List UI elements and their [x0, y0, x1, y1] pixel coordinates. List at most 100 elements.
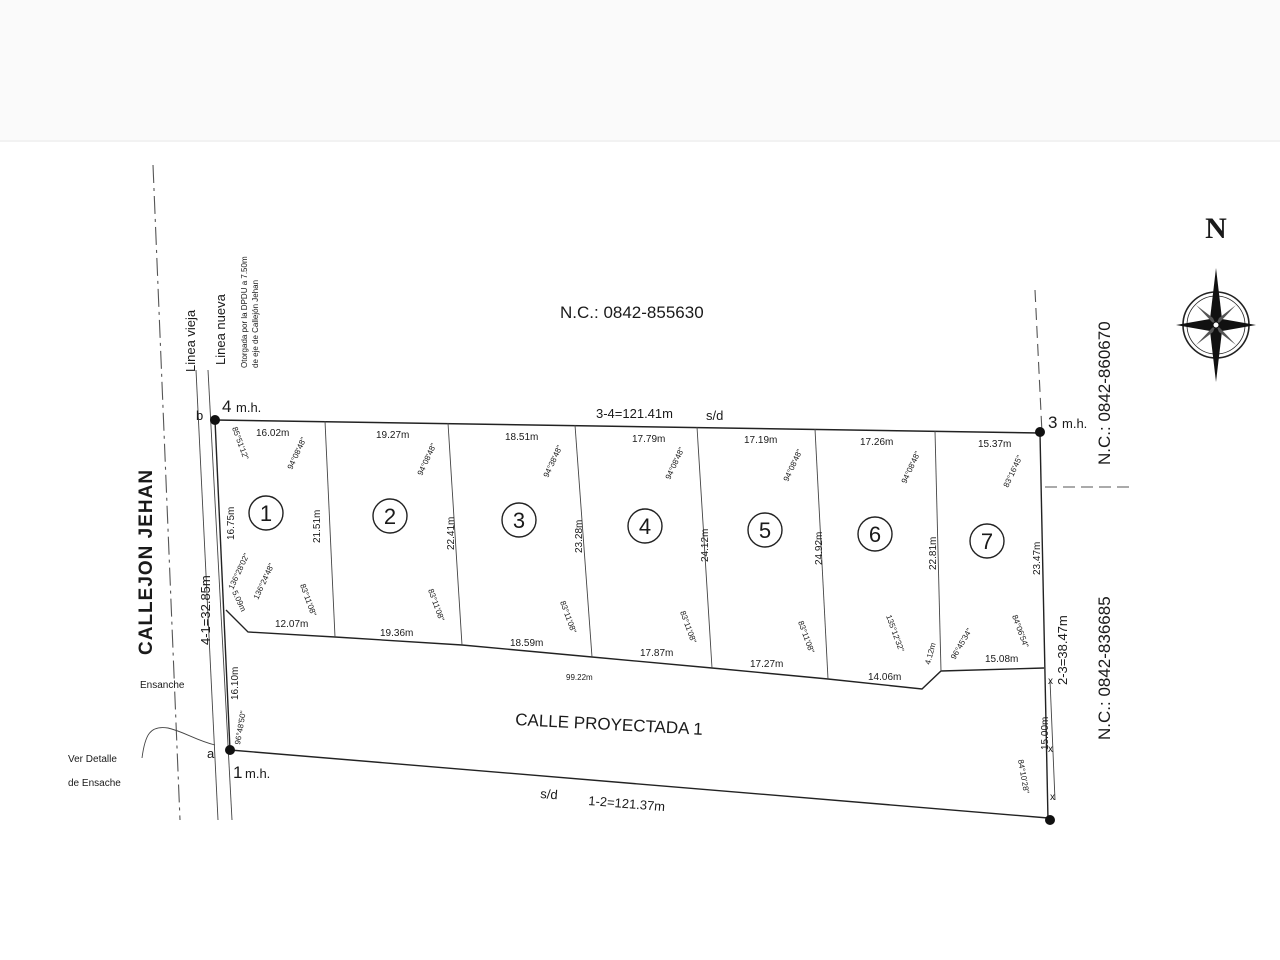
lot-bottom-dim: 14.06m — [868, 672, 901, 683]
linea-vieja-label: Linea vieja — [183, 309, 198, 372]
corner-3-marker — [1035, 427, 1045, 437]
lot-angle-tr: 94°08'48" — [782, 448, 805, 483]
boundary-1-2 — [229, 749, 1049, 819]
lot-chamfer-dim: 4.12m — [923, 641, 938, 665]
otorgada-note-2: de eje de Callejón Jehan — [251, 280, 260, 368]
lot-number: 1 — [260, 501, 272, 526]
lot-number-circle — [372, 498, 408, 534]
lot-angle-tr: 83°16'45" — [1002, 454, 1025, 489]
lot-angle-br: 83°11'08" — [298, 583, 318, 618]
west-lower-dim: 16.10m — [230, 667, 241, 700]
lot-angle-tr: 94°08'48" — [286, 436, 309, 471]
total-rear-dim: 99.22m — [566, 673, 593, 682]
corner-1-mh: m.h. — [245, 766, 270, 781]
tick-mark: x — [1050, 792, 1055, 803]
lot-angle-tr: 94°38'48" — [542, 444, 565, 479]
boundary-4-1 — [214, 419, 231, 751]
lot-divider-4-5 — [696, 426, 713, 669]
lot-number: 4 — [639, 514, 651, 539]
ver-detalle-line2: de Ensache — [68, 778, 121, 789]
corner-1-marker — [225, 745, 235, 755]
lot-number-circle — [969, 523, 1005, 559]
lot-angle-br: 83°11'08" — [796, 620, 816, 655]
lot-angle-br: 83°11'08" — [678, 610, 698, 645]
lot-5: 5 17.19m 17.27m 24.92m 94°08'48" 83°11'0… — [744, 435, 825, 670]
corner-3-mh: m.h. — [1062, 416, 1087, 431]
corner-4-marker — [210, 415, 220, 425]
otorgada-note-1: Otorgada por la DPDU a 7.50m — [240, 256, 249, 368]
lot-4: 4 17.79m 17.87m 24.12m 94°08'48" 83°11'0… — [627, 434, 711, 659]
lot-bottom-dim: 19.36m — [380, 628, 413, 639]
lot-top-dim: 17.26m — [860, 437, 893, 448]
tick-mark: x — [1048, 676, 1053, 687]
lot-bottom-dim: 18.59m — [510, 638, 543, 649]
lot-6: 6 17.26m 14.06m 22.81m 94°08'48" 135°12'… — [857, 437, 939, 683]
side-1-2-dim: 1-2=121.37m — [588, 793, 666, 814]
corner-4-mh: m.h. — [236, 400, 261, 415]
lot-angle-tr: 94°08'48" — [900, 450, 923, 485]
north-compass-icon: N — [1176, 212, 1256, 382]
point-b-label: b — [196, 408, 203, 423]
boundary-2-3 — [1039, 432, 1049, 821]
lot-angle-br: 83°11'08" — [558, 600, 578, 635]
lot-top-dim: 15.37m — [978, 439, 1011, 450]
corner-3-label: 3 — [1048, 413, 1057, 432]
lot-number: 5 — [759, 518, 771, 543]
lot-angle-l1: 136°28'02" — [227, 552, 252, 591]
side-4-1-dim: 4-1=32.85m — [198, 575, 213, 645]
lot-angle-tr: 94°08'48" — [664, 446, 687, 481]
east-neighbor-line — [1034, 289, 1043, 434]
lot-right-dim: 23.28m — [574, 520, 585, 553]
lot-1: 1 16.02m 12.07m 21.51m 16.75m 85°51'12" … — [226, 426, 323, 630]
lot-angle-br: 83°11'08" — [426, 588, 446, 623]
parcel-east-bottom-code: N.C.: 0842-836685 — [1095, 596, 1114, 740]
blank-header-band — [0, 0, 1280, 140]
angle-2-label: 84°10'28" — [1016, 759, 1031, 794]
street-south-label: CALLE PROYECTADA 1 — [515, 710, 703, 739]
lot-chamfer-dim: 5.09m — [230, 589, 248, 613]
tick-mark: x — [1048, 744, 1053, 755]
lot-divider-1-2 — [324, 420, 336, 638]
lot-number: 6 — [869, 522, 881, 547]
lot-top-dim: 18.51m — [505, 432, 538, 443]
lot-angle-l2: 136°24'48" — [252, 562, 277, 601]
lot-number-circle — [248, 495, 284, 531]
callejon-axis-line — [152, 164, 181, 821]
lot-number-circle — [747, 512, 783, 548]
north-label: N — [1205, 212, 1227, 245]
sd-bottom-label: s/d — [540, 786, 558, 802]
parcel-east-top-code: N.C.: 0842-860670 — [1095, 321, 1114, 465]
lot-divider-5-6 — [814, 428, 829, 680]
lot-bottom-dim: 17.27m — [750, 659, 783, 670]
lot-angle-tl: 85°51'12" — [230, 426, 250, 461]
point-a-label: a — [207, 746, 215, 761]
lot-right-dim: 22.41m — [446, 517, 457, 550]
lot-divider-3-4 — [574, 424, 593, 658]
corner-4-label: 4 — [222, 397, 231, 416]
lot-2: 2 19.27m 19.36m 22.41m 94°08'48" 83°11'0… — [372, 430, 457, 639]
parcel-north-code: N.C.: 0842-855630 — [560, 303, 704, 322]
lot-angle-br: 84°06'54" — [1010, 614, 1030, 649]
lot-bottom-dim: 15.08m — [985, 654, 1018, 665]
lot-right-dim: 21.51m — [312, 510, 323, 543]
lot-top-dim: 17.79m — [632, 434, 665, 445]
lot-divider-6-7 — [934, 430, 942, 672]
side-3-4-dim: 3-4=121.41m — [596, 406, 673, 421]
corner-2-marker — [1045, 815, 1055, 825]
lot-left-dim: 16.75m — [226, 507, 237, 540]
lot-right-dim: 22.81m — [928, 537, 939, 570]
angle-a-label: 96°48'50" — [233, 710, 248, 745]
corner-1-label: 1 — [233, 763, 242, 782]
lot-7: 7 15.37m 15.08m 23.47m 83°16'45" 96°45'3… — [949, 439, 1043, 665]
lot-rear-line — [225, 609, 1045, 690]
side-2-3-dim: 2-3=38.47m — [1055, 615, 1070, 685]
lot-number-circle — [627, 508, 663, 544]
lot-divider-2-3 — [447, 422, 463, 646]
lot-top-dim: 16.02m — [256, 428, 289, 439]
lot-number: 3 — [513, 508, 525, 533]
east-lower-dim: 15.00m — [1040, 717, 1051, 750]
lot-bottom-dim: 12.07m — [275, 619, 308, 630]
lot-angle-bl: 96°45'34" — [949, 627, 974, 661]
lot-number: 7 — [981, 529, 993, 554]
